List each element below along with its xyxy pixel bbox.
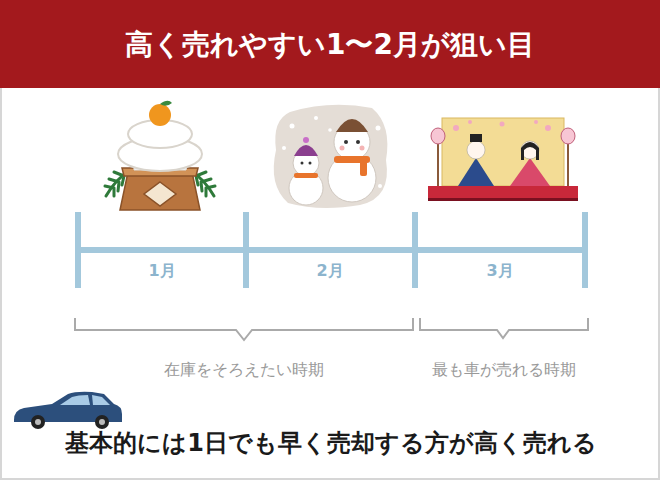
period-label: 最も車が売れる時期: [432, 360, 576, 379]
car-icon: [60, 395, 90, 405]
hina-doll-icon: [453, 120, 551, 131]
car-icon: [95, 415, 109, 429]
snowman-icon: [356, 140, 360, 144]
snowman-icon: [274, 105, 388, 208]
period-bracket: [420, 318, 588, 338]
snowman-icon: [294, 145, 318, 156]
snowman-icon: [340, 146, 345, 151]
snowman-icon: [274, 105, 388, 208]
car-icon: [35, 419, 41, 425]
hina-doll-icon: [458, 158, 494, 186]
month-label: 1月: [148, 261, 175, 280]
car-icon: [31, 415, 45, 429]
timeline-axis: [78, 212, 585, 288]
kagami-mochi-icon: [144, 182, 176, 206]
period-label: 在庫をそろえたい時期: [164, 360, 324, 379]
hina-doll-icon: [521, 141, 539, 159]
snowman-icon: [303, 137, 309, 143]
snowman-icon: [294, 173, 318, 178]
hina-doll-icon: [561, 128, 575, 144]
kagami-mochi-icon: [105, 172, 124, 196]
hina-doll-icon: [431, 128, 445, 144]
hina-doll-icon: [467, 141, 485, 159]
snowman-icon: [328, 128, 332, 132]
snowman-icon: [282, 146, 286, 150]
hina-doll-icon: [453, 125, 459, 131]
snowman-icon: [360, 146, 365, 151]
hina-doll-icon: [545, 125, 551, 131]
snowman-icon: [376, 126, 381, 131]
car-icon: [14, 392, 122, 429]
hina-doll-icon: [428, 198, 578, 201]
car-icon: [99, 419, 105, 425]
hina-doll-icon: [567, 140, 569, 186]
snowman-icon: [378, 184, 382, 188]
snowman-icon: [309, 162, 312, 165]
snowman-icon: [344, 140, 348, 144]
hina-doll-icon: [428, 186, 578, 198]
period-bracket: [75, 318, 413, 340]
kagami-mochi-icon: [120, 172, 200, 210]
snowman-icon: [328, 154, 376, 202]
snowman-icon: [301, 162, 304, 165]
timeline-axis: [78, 247, 585, 253]
snowman-icon: [360, 160, 367, 176]
hina-doll-icon: [442, 118, 564, 186]
car-icon: [92, 395, 110, 405]
hina-doll-icon: [521, 142, 539, 160]
hina-doll-icon: [437, 140, 439, 186]
hina-doll-icon: [468, 120, 472, 124]
snowman-icon: [336, 119, 368, 132]
kagami-mochi-icon: [196, 172, 215, 196]
snowman-icon: [290, 124, 295, 129]
header-band: [0, 0, 660, 88]
kagami-mochi-icon: [149, 104, 171, 126]
title-text: 高く売れやすい1〜2月が狙い目: [125, 28, 535, 62]
kagami-mochi-icon: [105, 101, 215, 210]
hina-doll-icon: [500, 122, 505, 127]
snowman-icon: [314, 116, 318, 120]
month-label: 3月: [486, 261, 513, 280]
hina-doll-icon: [428, 118, 578, 201]
hina-doll-icon: [534, 120, 538, 124]
snowman-icon: [289, 171, 323, 205]
period-bracket: [75, 318, 588, 340]
caption-text: 基本的には1日でも早く売却する方が高く売れる: [65, 429, 597, 458]
header-band: [0, 0, 660, 88]
month-label: 2月: [316, 261, 343, 280]
kagami-mochi-icon: [160, 101, 172, 106]
hina-doll-icon: [470, 134, 482, 142]
hina-doll-icon: [510, 158, 550, 186]
